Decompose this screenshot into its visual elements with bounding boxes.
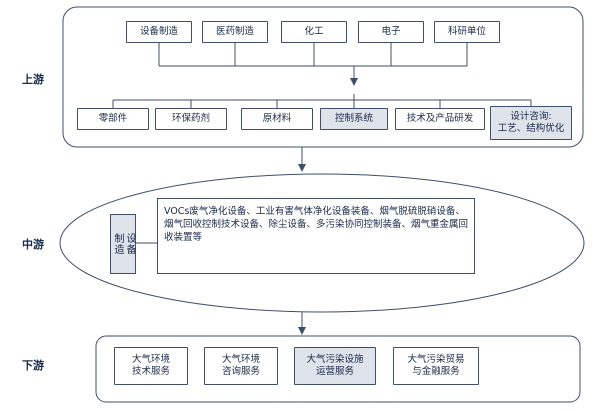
upstream-top-box: 医药制造 xyxy=(202,21,268,43)
upstream-top-box: 电子 xyxy=(358,21,424,43)
upstream-top-box: 设备制造 xyxy=(126,21,192,43)
downstream-frame xyxy=(95,335,581,403)
midstream-content-box: VOCs废气净化设备、工业有害气体净化设备装备、烟气脱硫脱硝设备、烟气回收控制技… xyxy=(157,198,475,274)
downstream-box: 大气环境 咨询服务 xyxy=(204,347,278,385)
stage-label-midstream: 中游 xyxy=(22,238,44,251)
upstream-top-box: 化工 xyxy=(281,21,347,43)
midstream-label-box: 设备 制造 xyxy=(110,214,136,274)
upstream-frame xyxy=(62,6,584,148)
midstream-ellipse xyxy=(59,173,585,313)
upstream-top-connectors xyxy=(158,43,468,86)
stage-label-upstream: 上游 xyxy=(22,73,44,86)
downstream-box: 大气环境 技术服务 xyxy=(114,347,188,385)
upstream-bottom-box: 零部件 xyxy=(77,108,149,130)
stage-label-downstream: 下游 xyxy=(22,359,44,372)
upstream-bottom-box: 控制系统 xyxy=(320,108,388,130)
downstream-box: 大气污染设施 运营服务 xyxy=(294,347,376,385)
upstream-bottom-box: 设计咨询: 工艺、结构优化 xyxy=(490,106,572,140)
upstream-bottom-box: 技术及产品研发 xyxy=(395,108,485,130)
upstream-bottom-box: 原材料 xyxy=(241,108,313,130)
upstream-bottom-connectors xyxy=(112,94,532,108)
upstream-top-box: 科研单位 xyxy=(434,21,500,43)
upstream-bottom-box: 环保药剂 xyxy=(155,108,227,130)
downstream-box: 大气污染贸易 与金融服务 xyxy=(393,347,479,385)
